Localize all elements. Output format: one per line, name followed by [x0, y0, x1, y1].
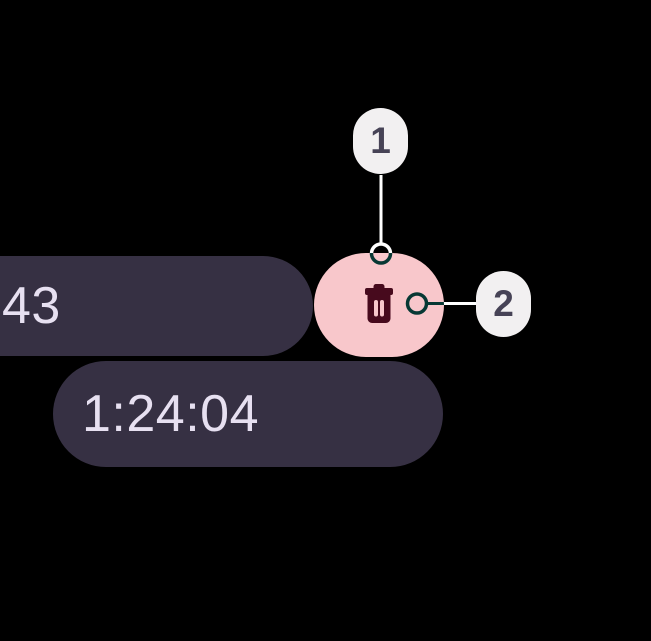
callout-badge-2: 2: [476, 271, 531, 337]
trash-icon: [362, 284, 396, 326]
delete-timer-button[interactable]: [314, 253, 444, 357]
callout-badge-2-label: 2: [493, 283, 514, 324]
timer-elapsed-chip: 43: [0, 256, 313, 356]
timer-elapsed-text: 43: [2, 277, 61, 335]
callout-badge-1: 1: [353, 108, 408, 174]
callout-badge-1-label: 1: [370, 120, 391, 161]
timer-total-text: 1:24:04: [82, 385, 259, 443]
timer-total-chip: 1:24:04: [53, 361, 443, 467]
